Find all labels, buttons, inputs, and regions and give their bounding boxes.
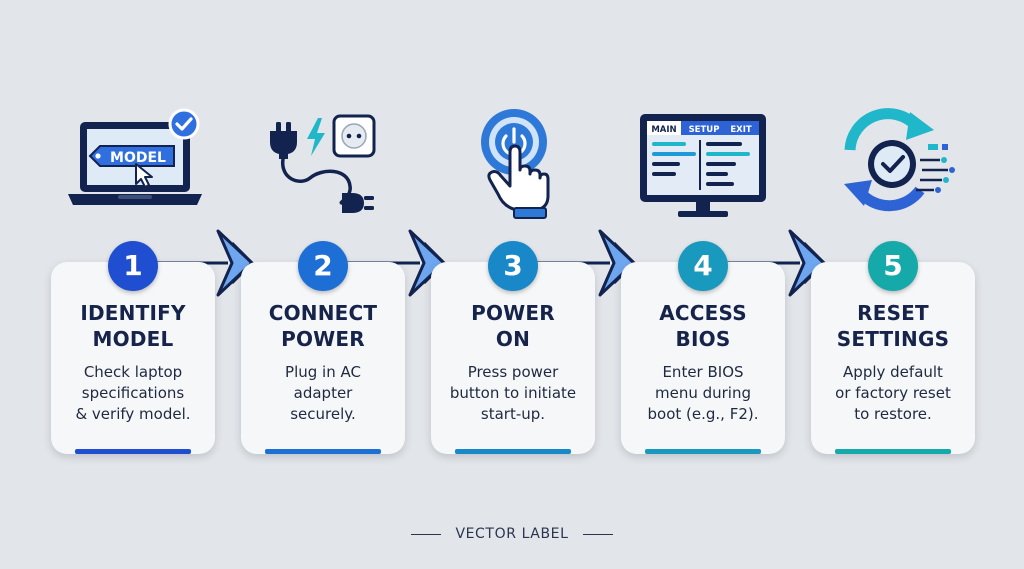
step-card-4: ACCESS BIOS Enter BIOS menu during boot … (621, 262, 785, 454)
step-title: RESET SETTINGS (836, 301, 950, 351)
step-accent-bar (645, 449, 761, 454)
step-accent-bar (265, 449, 381, 454)
step-title: CONNECT POWER (268, 301, 378, 351)
footer-rule-left (411, 533, 442, 535)
step-description: Check laptop specifications & verify mod… (75, 363, 191, 423)
bios-tab-exit: EXIT (730, 125, 752, 135)
bios-tab-main: MAIN (651, 125, 676, 135)
step-description: Plug in AC adapter securely. (285, 363, 361, 423)
step-title: IDENTIFY MODEL (80, 301, 186, 351)
step-number-badge-1: 1 (108, 241, 158, 291)
footer-rule-right (582, 533, 613, 535)
step-card-5: RESET SETTINGS Apply default or factory … (811, 262, 975, 454)
step-description: Apply default or factory reset to restor… (835, 363, 951, 423)
model-tag-label: MODEL (110, 150, 166, 166)
step-title: POWER ON (471, 301, 555, 351)
power-button-press-icon (432, 104, 592, 224)
step-number-badge-5: 5 (868, 241, 918, 291)
step-card-3: POWER ON Press power button to initiate … (431, 262, 595, 454)
step-title: ACCESS BIOS (659, 301, 747, 351)
step-card-2: CONNECT POWER Plug in AC adapter securel… (241, 262, 405, 454)
step-accent-bar (455, 449, 571, 454)
step-number-badge-3: 3 (488, 241, 538, 291)
footer-label: VECTOR LABEL (455, 526, 569, 542)
step-card-1: IDENTIFY MODEL Check laptop specificatio… (51, 262, 215, 454)
footer-caption: VECTOR LABEL (0, 526, 1024, 546)
bios-tab-setup: SETUP (689, 125, 720, 135)
bios-monitor-icon: MAIN SETUP EXIT (624, 104, 784, 224)
step-accent-bar (75, 449, 191, 454)
power-plug-outlet-icon (248, 104, 408, 224)
step-description: Enter BIOS menu during boot (e.g., F2). (647, 363, 759, 423)
laptop-model-tag-icon: MODEL (56, 104, 216, 224)
reset-cycle-check-icon (816, 104, 976, 224)
step-number-badge-4: 4 (678, 241, 728, 291)
step-description: Press power button to initiate start-up. (449, 363, 577, 423)
step-accent-bar (835, 449, 951, 454)
step-number-badge-2: 2 (298, 241, 348, 291)
